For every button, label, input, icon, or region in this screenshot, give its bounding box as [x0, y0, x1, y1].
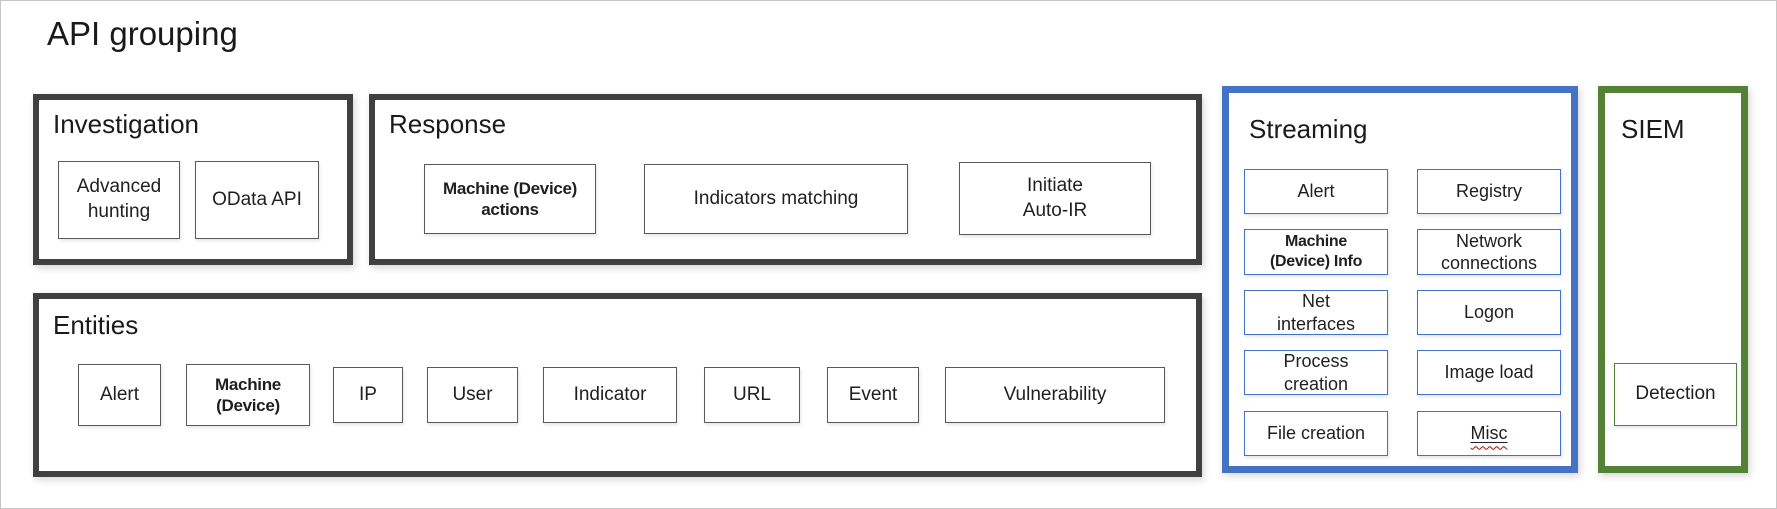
- item-advanced-hunting: Advanced hunting: [58, 161, 180, 239]
- group-siem: SIEM Detection: [1598, 86, 1748, 473]
- item-streaming-process-creation: Process creation: [1244, 350, 1388, 395]
- item-streaming-misc: Misc: [1417, 411, 1561, 456]
- item-streaming-image-load: Image load: [1417, 350, 1561, 395]
- item-entity-ip: IP: [333, 367, 403, 423]
- item-entity-vulnerability: Vulnerability: [945, 367, 1165, 423]
- misc-squiggle-underline: Misc: [1470, 423, 1508, 444]
- item-odata-api: OData API: [195, 161, 319, 239]
- item-streaming-net-interfaces: Net interfaces: [1244, 290, 1388, 335]
- item-entity-alert: Alert: [78, 364, 161, 426]
- page-title: API grouping: [47, 15, 238, 52]
- group-investigation: Investigation Advanced hunting OData API: [33, 94, 353, 265]
- item-siem-detection: Detection: [1614, 363, 1737, 426]
- item-streaming-file-creation: File creation: [1244, 411, 1388, 456]
- group-siem-label: SIEM: [1621, 114, 1685, 144]
- item-entity-event: Event: [827, 367, 919, 423]
- group-entities: Entities Alert Machine (Device) IP User …: [33, 293, 1202, 477]
- item-indicators-matching: Indicators matching: [644, 164, 908, 234]
- item-streaming-logon: Logon: [1417, 290, 1561, 335]
- group-streaming-label: Streaming: [1249, 114, 1368, 144]
- group-streaming: Streaming Alert Registry Machine (Device…: [1222, 86, 1578, 473]
- item-entity-indicator: Indicator: [543, 367, 677, 423]
- group-response-label: Response: [389, 109, 507, 139]
- item-entity-machine-device: Machine (Device): [186, 364, 310, 426]
- item-streaming-machine-device-info: Machine (Device) Info: [1244, 229, 1388, 275]
- group-response: Response Machine (Device) actions Indica…: [369, 94, 1202, 265]
- item-machine-device-actions: Machine (Device) actions: [424, 164, 596, 234]
- group-investigation-label: Investigation: [53, 109, 199, 139]
- item-initiate-auto-ir: Initiate Auto-IR: [959, 162, 1151, 235]
- item-streaming-network-connections: Network connections: [1417, 229, 1561, 275]
- item-entity-url: URL: [704, 367, 800, 423]
- item-streaming-registry: Registry: [1417, 169, 1561, 214]
- group-entities-label: Entities: [53, 310, 139, 340]
- item-streaming-alert: Alert: [1244, 169, 1388, 214]
- item-entity-user: User: [427, 367, 518, 423]
